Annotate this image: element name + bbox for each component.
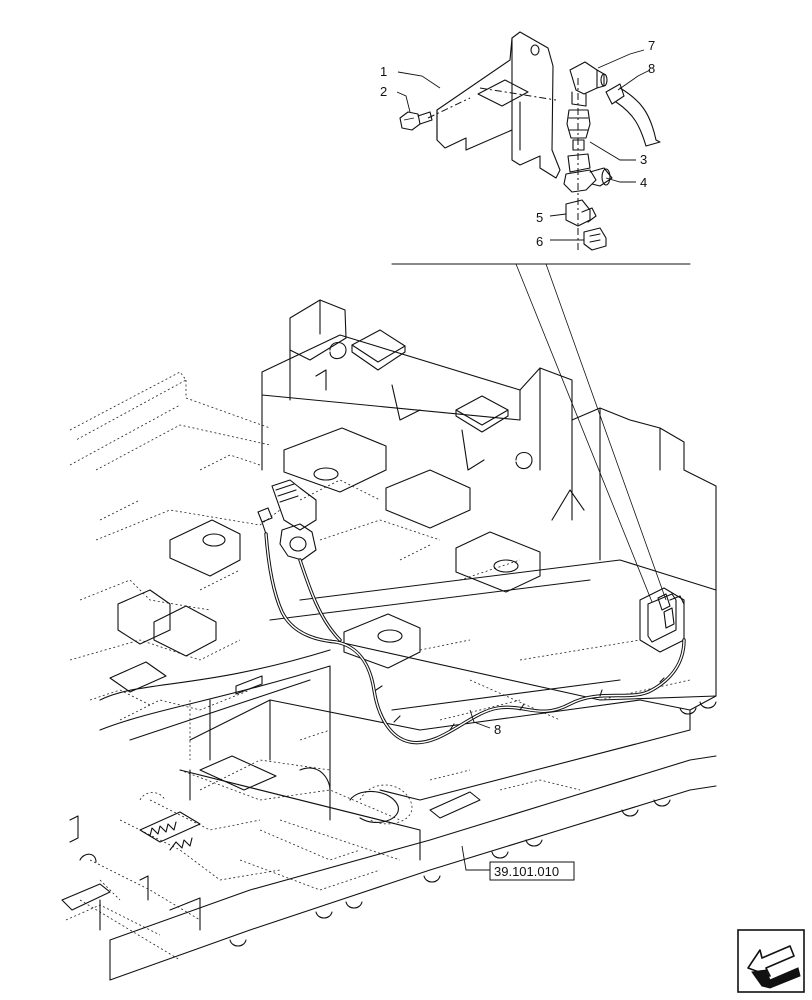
elbow-fitting-part	[569, 61, 608, 107]
hose-routing	[264, 532, 686, 745]
upper-frame	[261, 299, 717, 711]
reference-box[interactable]	[489, 861, 575, 881]
bolt-part	[399, 111, 433, 131]
detail-inset	[396, 31, 661, 251]
previous-page-arrow-icon[interactable]	[737, 929, 805, 993]
callout-7: 7	[648, 38, 655, 53]
cap-part	[583, 227, 607, 251]
cross-members	[109, 427, 541, 693]
hose-detail-part	[605, 83, 661, 147]
pressure-switch-part	[566, 109, 591, 151]
hose-end-fittings	[257, 479, 317, 561]
switch-bracket-installed	[639, 587, 685, 653]
main-assembly	[61, 299, 717, 981]
callout-8-main: 8	[494, 722, 501, 737]
reference-label[interactable]: 39.101.010	[494, 864, 559, 879]
adapter-part	[565, 199, 597, 227]
callout-2: 2	[380, 84, 387, 99]
callout-4: 4	[640, 175, 647, 190]
tee-fitting-part	[563, 153, 613, 193]
lower-left-detail	[61, 755, 481, 931]
bracket-part	[436, 31, 561, 179]
callout-8-detail: 8	[648, 61, 655, 76]
lower-rail	[109, 701, 717, 981]
floor-beams	[99, 559, 717, 861]
callout-6: 6	[536, 234, 543, 249]
reference-link[interactable]: 39.101.010	[489, 861, 575, 881]
callout-5: 5	[536, 210, 543, 225]
background-frame-dotted	[65, 371, 691, 961]
callout-3: 3	[640, 152, 647, 167]
callout-1: 1	[380, 64, 387, 79]
